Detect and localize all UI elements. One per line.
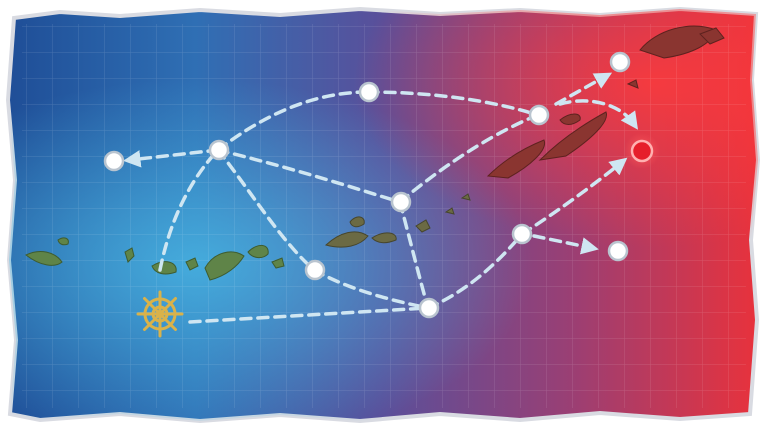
island-chain-west — [25, 237, 285, 281]
map-node-c[interactable] — [358, 81, 380, 103]
island-chain-central — [325, 193, 471, 248]
route-f-to-e — [312, 268, 430, 310]
map-node-h[interactable] — [609, 51, 631, 73]
node-marker-icon — [103, 150, 125, 172]
node-marker-icon — [609, 51, 631, 73]
island-chain-east — [486, 25, 725, 179]
map-node-j[interactable] — [607, 240, 629, 262]
map-node-a[interactable] — [103, 150, 125, 172]
node-marker-icon — [208, 139, 230, 161]
map-node-e[interactable] — [418, 297, 440, 319]
node-marker-icon — [390, 191, 412, 213]
route-i-to-j — [532, 234, 599, 255]
route-e-to-i — [426, 232, 524, 310]
nodes-layer — [103, 51, 660, 319]
route-layer — [123, 72, 639, 324]
ship-wheel-icon[interactable] — [136, 290, 184, 338]
boss-node-icon — [630, 139, 654, 163]
map-node-g[interactable] — [528, 104, 550, 126]
node-marker-icon — [358, 81, 380, 103]
node-marker-icon — [528, 104, 550, 126]
route-g-to-h — [554, 72, 613, 106]
map-grid — [22, 24, 746, 408]
route-start-to-e — [188, 306, 430, 324]
route-i-to-k — [520, 157, 628, 236]
route-b-to-c — [216, 90, 370, 152]
node-marker-icon — [418, 297, 440, 319]
route-d-to-e — [398, 200, 430, 310]
route-start-to-b — [158, 148, 220, 272]
map-node-f[interactable] — [304, 259, 326, 281]
route-d-to-g — [398, 113, 540, 204]
map-node-b[interactable] — [208, 139, 230, 161]
map-node-i[interactable] — [511, 223, 533, 245]
node-marker-icon — [607, 240, 629, 262]
node-marker-icon — [304, 259, 326, 281]
node-marker-icon — [511, 223, 533, 245]
route-b-to-a — [123, 148, 220, 168]
map-node-d[interactable] — [390, 191, 412, 213]
route-g-to-k — [558, 99, 639, 130]
route-c-to-g — [366, 90, 540, 117]
route-b-to-d — [216, 148, 402, 204]
boss-node-k[interactable] — [624, 133, 660, 169]
route-b-to-f — [216, 148, 316, 272]
